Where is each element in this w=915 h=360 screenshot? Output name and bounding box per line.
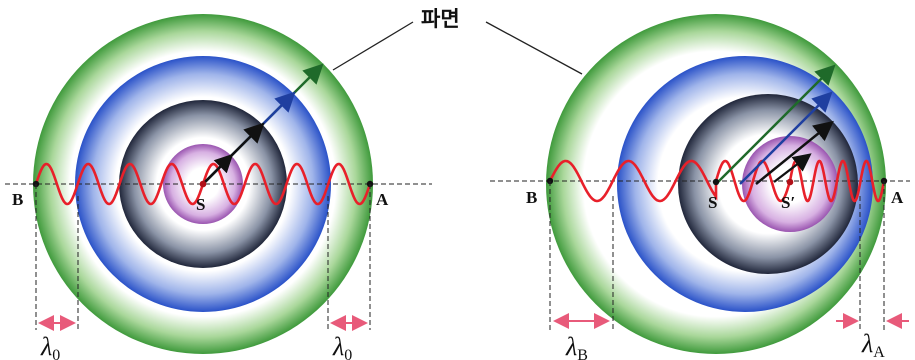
right-point-b-label: B [526,188,537,207]
left-diagram: S B A λ0 λ0 [5,14,432,360]
right-diagram: S S′ B A λB λA [490,14,910,360]
left-source-dot [200,181,207,188]
left-point-a-label: A [376,190,389,209]
right-lambda-b-label: λB [565,332,588,360]
right-lambda-a-label: λA [861,329,885,360]
right-point-a-label: A [891,188,904,207]
wavefront-label: 파면 [421,7,460,31]
left-point-b-label: B [12,190,23,209]
left-lambda-left-label: λ0 [40,332,60,360]
right-source-old-dot [713,179,719,185]
right-source-new-dot [787,179,794,186]
wavefront-pointer-right [486,22,582,74]
right-source-old-label: S [708,193,717,212]
left-source-label: S [196,195,205,214]
left-lambda-right-label: λ0 [332,332,352,360]
wavefront-pointer-left [333,22,413,70]
right-source-new-label: S′ [781,193,795,212]
